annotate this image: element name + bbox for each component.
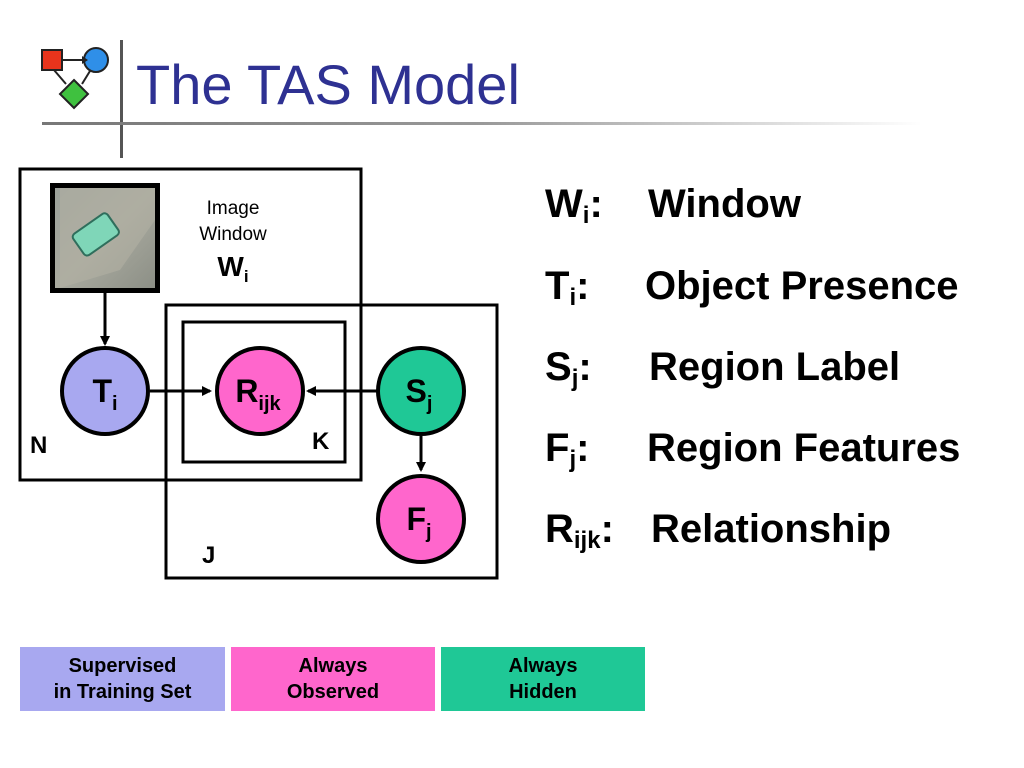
slide-title: The TAS Model <box>136 53 520 116</box>
legend-desc-f: Region Features <box>647 426 961 470</box>
node-f: Fj <box>376 474 466 564</box>
key-supervised: Supervised in Training Set <box>20 647 225 711</box>
legend-symbol-r: Rijk: <box>545 507 614 554</box>
title-divider-vertical <box>120 40 123 158</box>
legend-symbol-f: Fj: <box>545 426 590 473</box>
legend-desc-t: Object Presence <box>645 264 959 308</box>
node-r: Rijk <box>215 346 305 436</box>
plate-n-label: N <box>30 432 47 459</box>
legend-row-f: Fj: Region Features <box>545 426 960 474</box>
plate-j <box>164 303 499 580</box>
svg-text:Rijk: Rijk <box>235 373 281 415</box>
node-t: Ti <box>60 346 150 436</box>
node-r-circle <box>215 346 305 436</box>
image-window-label-line2: Window <box>199 224 267 245</box>
node-s-circle <box>376 346 466 436</box>
key-always-observed: Always Observed <box>231 647 435 711</box>
logo-icon <box>41 47 109 110</box>
plate-j-label: J <box>202 542 215 569</box>
legend-symbol-s: Sj: <box>545 345 592 392</box>
plate-k-label: K <box>312 428 330 455</box>
image-window-label-line1: Image <box>207 198 260 219</box>
node-f-circle <box>376 474 466 564</box>
title-underline <box>42 122 922 125</box>
image-window-var: Wi <box>217 251 248 286</box>
key-always-hidden: Always Hidden <box>441 647 645 711</box>
legend-row-w: Wi: Window <box>545 182 801 230</box>
legend-symbol-w: Wi: <box>545 182 603 229</box>
legend-desc-w: Window <box>648 182 801 226</box>
plate-n <box>18 167 363 482</box>
svg-text:Fj: Fj <box>406 501 431 543</box>
legend-row-t: Ti: Object Presence <box>545 264 959 312</box>
legend-row-s: Sj: Region Label <box>545 345 900 393</box>
svg-text:Sj: Sj <box>406 373 433 415</box>
image-window-thumbnail <box>50 183 160 293</box>
svg-text:Ti: Ti <box>92 373 117 415</box>
legend-symbol-t: Ti: <box>545 264 590 311</box>
legend-desc-s: Region Label <box>649 345 901 389</box>
node-t-circle <box>60 346 150 436</box>
legend-desc-r: Relationship <box>651 507 892 551</box>
node-s: Sj <box>376 346 466 436</box>
legend-row-r: Rijk: Relationship <box>545 507 891 555</box>
